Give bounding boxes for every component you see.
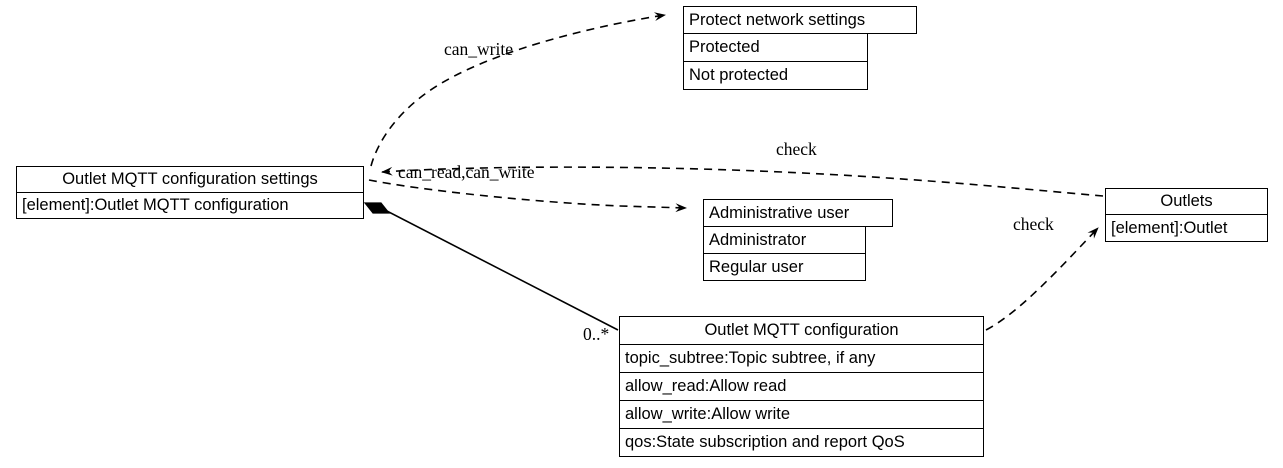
class-row-allow-read: allow_read:Allow read <box>619 372 984 401</box>
edge-label-composition-multiplicity: 0..* <box>583 324 610 344</box>
composition-diamond-icon <box>363 202 391 214</box>
edge-label-can-write: can_write <box>444 39 513 59</box>
class-row-protected: Protected <box>683 33 868 62</box>
class-row-allow-write: allow_write:Allow write <box>619 400 984 429</box>
edge-can-write-line <box>370 12 666 167</box>
class-header-outlet-mqtt-configuration: Outlet MQTT configuration <box>619 316 984 345</box>
class-row-not-protected: Not protected <box>683 61 868 90</box>
class-header-outlets: Outlets <box>1105 188 1268 215</box>
edge-check-bottom-line <box>985 227 1099 331</box>
edge-can-read-can-write-line <box>368 179 687 213</box>
class-row-element-outlet-mqtt-configuration: [element]:Outlet MQTT configuration <box>16 192 364 219</box>
class-row-administrator: Administrator <box>703 226 866 254</box>
class-header-administrative-user: Administrative user <box>703 199 893 227</box>
edge-composition-line <box>380 207 619 331</box>
class-row-regular-user: Regular user <box>703 253 866 281</box>
class-header-protect-network-settings: Protect network settings <box>683 6 917 34</box>
class-row-topic-subtree: topic_subtree:Topic subtree, if any <box>619 344 984 373</box>
class-row-qos: qos:State subscription and report QoS <box>619 428 984 457</box>
class-header-outlet-mqtt-configuration-settings: Outlet MQTT configuration settings <box>16 166 364 193</box>
edge-label-can-read-can-write: can_read,can_write <box>398 162 535 182</box>
edge-label-check-bottom: check <box>1013 214 1054 234</box>
class-row-element-outlet: [element]:Outlet <box>1105 214 1268 242</box>
edge-label-check-top: check <box>776 139 817 159</box>
